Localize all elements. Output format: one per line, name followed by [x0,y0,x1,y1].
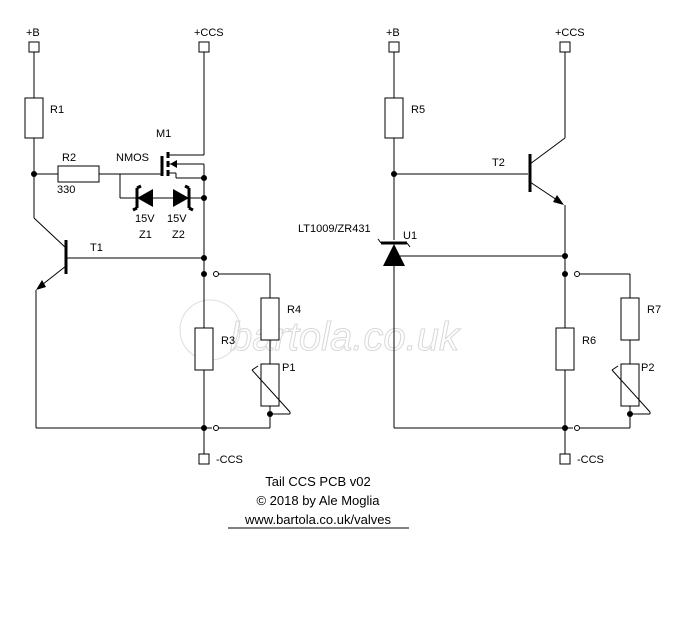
terminal-left-neg [198,453,210,465]
label-z2: Z2 [172,229,185,241]
label-r1: R1 [50,104,64,116]
label-r4: R4 [287,304,301,316]
resistor-r7 [620,297,640,341]
terminal-left-ccs [198,41,210,53]
transistor-t2 [528,137,566,205]
label-left-neg: -CCS [216,454,243,466]
label-p1: P1 [282,362,295,374]
label-u1-part: LT1009/ZR431 [298,223,371,235]
label-r5: R5 [411,104,425,116]
mosfet-m1 [160,152,204,176]
zener-z2 [173,184,194,212]
potentiometer-p2 [620,363,640,407]
label-r3: R3 [221,335,235,347]
label-t1: T1 [90,242,103,254]
zener-z1 [132,184,153,212]
reference-u1 [377,238,565,266]
label-r2: R2 [62,152,76,164]
resistor-r3 [194,327,214,371]
resistor-r6 [555,327,575,371]
caption-title: Tail CCS PCB v02 [265,474,370,489]
caption-copyright: © 2018 by Ale Moglia [256,493,380,508]
label-z2-value: 15V [167,213,187,225]
label-r6: R6 [582,335,596,347]
label-left-ccs: +CCS [194,27,224,39]
label-u1: U1 [403,230,417,242]
label-z1: Z1 [139,229,152,241]
resistor-r5 [384,97,404,139]
label-right-ccs: +CCS [555,27,585,39]
label-right-b: +B [386,27,400,39]
caption: Tail CCS PCB v02 © 2018 by Ale Moglia ww… [228,474,409,529]
label-t2: T2 [492,157,505,169]
potentiometer-p1 [260,363,280,407]
right-circuit: +B +CCS -CCS R5 T2 LT1009/ZR431 U1 [298,27,661,466]
label-z1-value: 15V [135,213,155,225]
caption-url[interactable]: www.bartola.co.uk/valves [244,512,391,527]
transistor-t1 [33,217,204,290]
resistor-r4 [260,297,280,341]
terminal-right-b [388,41,400,53]
label-left-b: +B [26,27,40,39]
label-r2-value: 330 [57,184,75,196]
watermark: bartola.co.uk [179,299,462,361]
terminal-right-neg [559,453,571,465]
label-m1: M1 [156,128,171,140]
left-circuit: +B +CCS -CCS R1 R2 330 M1 NMOS [24,27,301,466]
label-r7: R7 [647,304,661,316]
terminal-left-b [28,41,40,53]
resistor-r1 [24,97,44,139]
label-p2: P2 [641,362,654,374]
terminal-right-ccs [559,41,571,53]
resistor-r2 [57,165,100,183]
label-nmos: NMOS [116,152,149,164]
label-right-neg: -CCS [577,454,604,466]
